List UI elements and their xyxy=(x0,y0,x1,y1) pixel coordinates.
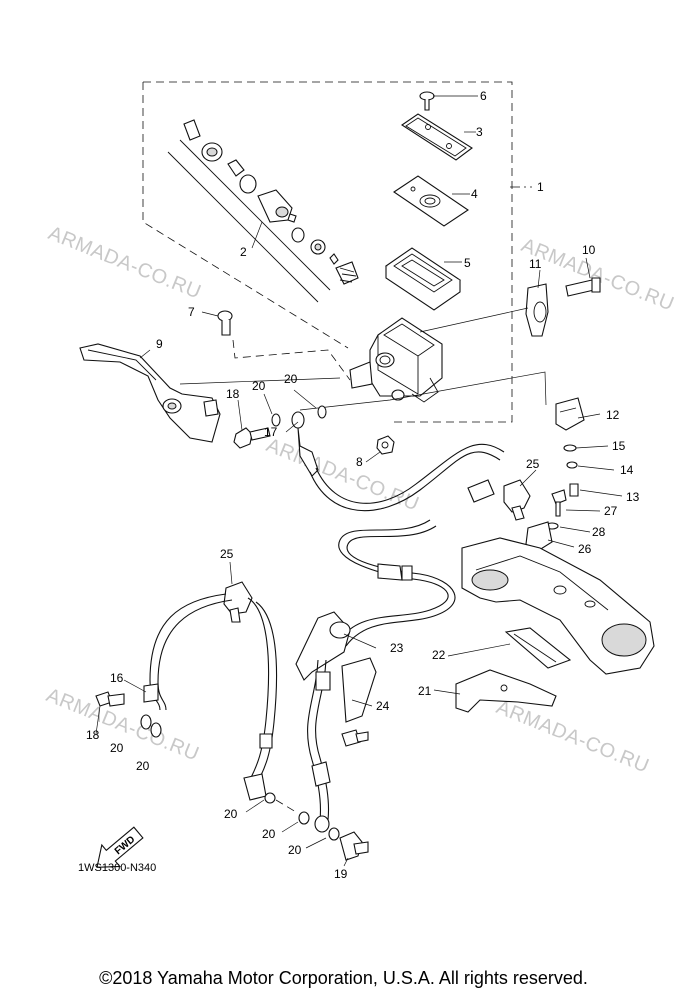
callout-6: 6 xyxy=(480,89,487,103)
callout-27: 27 xyxy=(604,504,618,518)
callout-3: 3 xyxy=(476,125,483,139)
callout-25-lower: 25 xyxy=(220,547,234,561)
diagram-code: 1WS1300-N340 xyxy=(78,862,157,874)
watermark: ARMADA-CO.RU xyxy=(45,222,204,303)
hose-guide-24 xyxy=(341,657,377,723)
lower-bracket xyxy=(461,537,655,675)
callout-20: 20 xyxy=(262,827,276,841)
callout-7: 7 xyxy=(188,305,195,319)
piston-kit xyxy=(167,119,359,303)
callout-20: 20 xyxy=(110,741,124,755)
callout-23: 23 xyxy=(390,641,404,655)
callout-28: 28 xyxy=(592,525,606,539)
joint-lower xyxy=(223,581,253,623)
callouts: 1 2 3 4 5 6 7 8 9 10 11 12 13 14 15 16 1… xyxy=(86,89,640,881)
cap-screw xyxy=(419,91,435,111)
brake-lever xyxy=(79,343,221,443)
callout-17: 17 xyxy=(264,425,278,439)
callout-20: 20 xyxy=(288,843,302,857)
callout-15: 15 xyxy=(612,439,626,453)
copyright-notice: ©2018 Yamaha Motor Corporation, U.S.A. A… xyxy=(99,968,588,988)
joint-upper xyxy=(503,479,531,521)
callout-11: 11 xyxy=(529,257,542,271)
washers-lower xyxy=(264,792,340,841)
brake-hose-left xyxy=(143,593,278,801)
bolt-27 xyxy=(551,489,567,517)
callout-1: 1 xyxy=(537,180,544,194)
hose-bracket-22 xyxy=(504,627,572,669)
callout-16: 16 xyxy=(110,671,124,685)
callout-19: 19 xyxy=(334,867,348,881)
hose-bracket-21 xyxy=(455,669,557,713)
bolt-24 xyxy=(341,729,369,747)
bracket-26 xyxy=(525,521,553,553)
callout-26: 26 xyxy=(578,542,592,556)
callout-20: 20 xyxy=(224,807,238,821)
callout-22: 22 xyxy=(432,648,446,662)
callout-18-upper: 18 xyxy=(226,387,240,401)
callout-12: 12 xyxy=(606,408,620,422)
callout-25-upper: 25 xyxy=(526,457,540,471)
brake-hose-middle xyxy=(338,519,456,647)
brake-switch xyxy=(555,397,585,431)
leader-lines xyxy=(95,95,623,867)
washer-14 xyxy=(566,461,578,469)
clamp-holder xyxy=(525,277,601,337)
callout-4: 4 xyxy=(471,187,478,201)
callout-5: 5 xyxy=(464,256,471,270)
callout-24: 24 xyxy=(376,699,390,713)
diaphragm xyxy=(385,247,461,311)
union-bolt-upper xyxy=(233,405,327,449)
watermark: ARMADA-CO.RU xyxy=(493,696,652,777)
callout-8: 8 xyxy=(356,455,363,469)
washer-15 xyxy=(563,444,577,452)
callout-21: 21 xyxy=(418,684,432,698)
washer-lower-left xyxy=(140,714,162,738)
callout-20: 20 xyxy=(136,759,150,773)
callout-2: 2 xyxy=(240,245,247,259)
bolt-13 xyxy=(569,483,579,497)
callout-20: 20 xyxy=(284,372,298,386)
brake-hose-upper xyxy=(291,411,505,512)
diaphragm-plate xyxy=(393,175,469,227)
hose-guide-23 xyxy=(295,611,351,681)
callout-13: 13 xyxy=(626,490,640,504)
assembly-boundary xyxy=(142,81,532,423)
callout-14: 14 xyxy=(620,463,634,477)
reservoir-cap xyxy=(401,113,473,161)
callout-9: 9 xyxy=(156,337,163,351)
callout-18-lower: 18 xyxy=(86,728,100,742)
brake-hose-right xyxy=(307,659,331,833)
callout-10: 10 xyxy=(582,243,596,257)
nut xyxy=(376,435,395,455)
pivot-bolt xyxy=(217,310,233,336)
union-bolt-lower-left xyxy=(95,691,125,707)
union-bolt-19 xyxy=(339,831,369,861)
master-cylinder-body xyxy=(349,317,443,403)
callout-20: 20 xyxy=(252,379,266,393)
